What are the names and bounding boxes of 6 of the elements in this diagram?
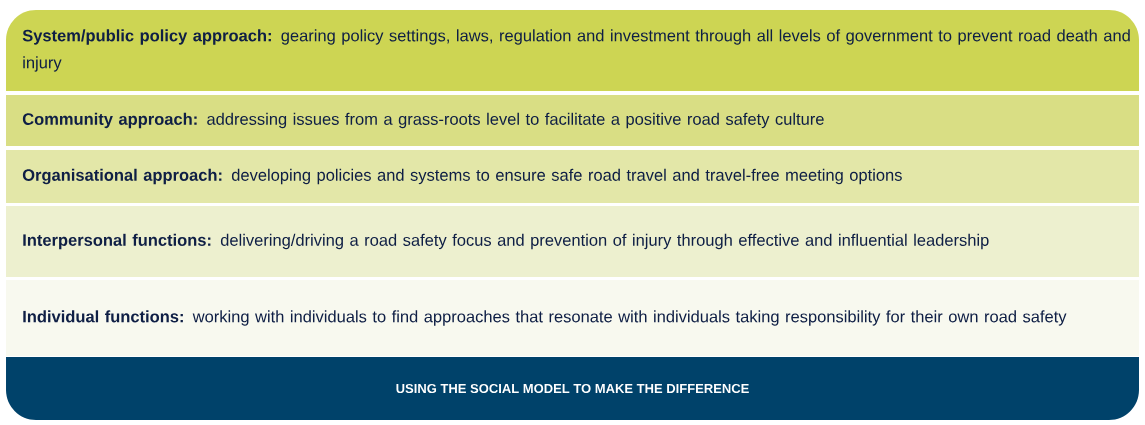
band: USING THE SOCIAL MODEL TO MAKE THE DIFFERENCE	[6, 357, 1139, 420]
band: Individual functions: working with individuals to find approaches that resonate with individuals taking responsibility for their own road safety	[6, 280, 1139, 356]
band: Community approach: addressing issues from a grass-roots level to facilitate a positive road safety culture	[6, 95, 1139, 146]
band: Organisational approach: developing policies and systems to ensure safe road travel and travel-free meeting options	[6, 150, 1139, 203]
band: System/public policy approach: gearing policy settings, laws, regulation and investment through all levels of government to prevent road death and injury	[6, 10, 1139, 91]
band: Interpersonal functions: delivering/driving a road safety focus and prevention of injury through effective and influential leadership	[6, 206, 1139, 277]
